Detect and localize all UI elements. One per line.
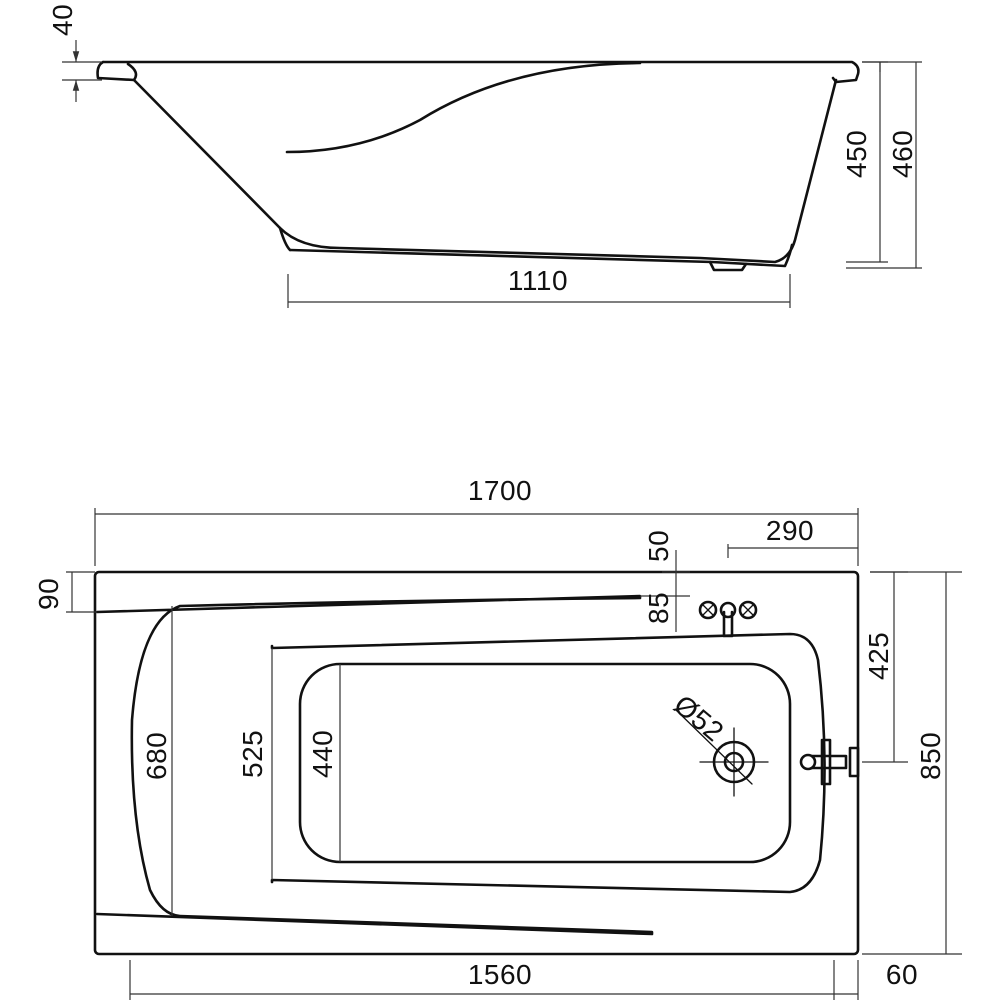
dim-850-label: 850 (915, 732, 946, 780)
side-wave (285, 61, 642, 154)
dim-440: 440 (307, 664, 341, 862)
side-view: 40 450 460 1110 (47, 4, 922, 308)
dim-60: 60 (834, 959, 918, 1000)
dim-290: 290 (727, 515, 858, 558)
dim-1560: 1560 (129, 959, 835, 1000)
taps (698, 600, 758, 638)
dim-450-label: 450 (841, 130, 872, 178)
spout-icon (719, 601, 737, 619)
tap-right-icon (738, 600, 758, 620)
dim-460-label: 460 (887, 130, 918, 178)
tap-left-icon (698, 600, 718, 620)
dim-50-85: 50 85 (640, 530, 690, 632)
side-bottom (288, 243, 794, 268)
dim-90: 90 (33, 571, 97, 613)
dim-460: 460 (846, 61, 922, 269)
dim-425: 425 (862, 571, 908, 763)
dim-450: 450 (841, 61, 888, 263)
dim-40: 40 (47, 4, 102, 102)
dim-1110: 1110 (287, 265, 791, 308)
dim-850: 850 (862, 571, 962, 955)
dim-425-label: 425 (863, 632, 894, 680)
dim-525: 525 (237, 648, 273, 880)
overflow-icon (799, 753, 817, 771)
dim-1560-label: 1560 (468, 959, 532, 990)
dim-680-label: 680 (141, 732, 172, 780)
top-view: Ø52 1700 290 (33, 475, 962, 1000)
top-inner-bowl (270, 632, 826, 894)
dim-1110-label: 1110 (508, 265, 568, 296)
top-bottom (298, 662, 792, 864)
side-foot (708, 260, 748, 272)
dim-440-label: 440 (307, 730, 338, 778)
overflow-fitting (799, 738, 860, 786)
side-rim (96, 60, 860, 84)
dim-1700: 1700 (94, 475, 859, 566)
dim-290-label: 290 (766, 515, 814, 546)
drain: Ø52 (668, 689, 769, 797)
dim-60-label: 60 (886, 959, 918, 990)
dim-525-label: 525 (237, 730, 268, 778)
dim-1700-label: 1700 (468, 475, 532, 506)
side-body (126, 62, 838, 264)
top-outer-bowl (95, 594, 654, 936)
dim-90-label: 90 (33, 578, 64, 610)
dim-drain-label: Ø52 (668, 689, 730, 748)
dim-85-label: 85 (643, 592, 674, 624)
dim-680: 680 (141, 606, 173, 916)
dim-40-label: 40 (47, 4, 78, 36)
dim-50-label: 50 (643, 530, 674, 562)
